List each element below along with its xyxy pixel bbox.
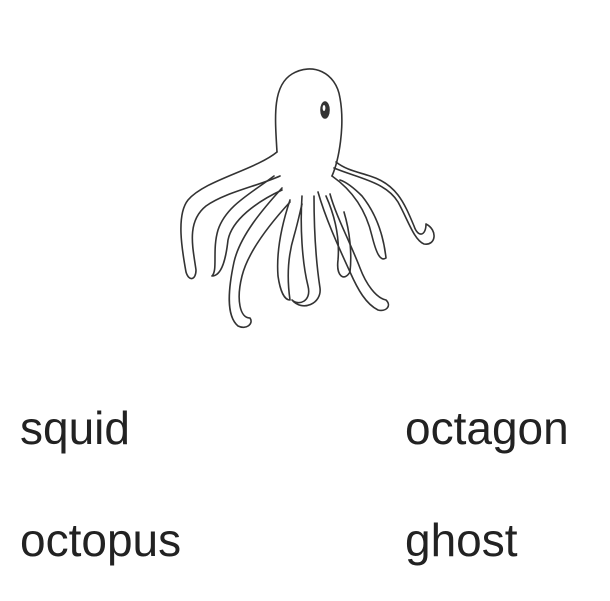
octopus-tentacle <box>291 195 321 307</box>
option-octagon[interactable]: octagon <box>405 402 569 454</box>
octopus-head <box>274 68 343 177</box>
octopus-tentacle <box>180 151 281 280</box>
option-ghost[interactable]: ghost <box>405 514 518 566</box>
octopus-tentacle <box>228 187 291 329</box>
octopus-drawing-icon <box>180 68 435 329</box>
octopus-tentacle <box>333 161 435 245</box>
option-octopus[interactable]: octopus <box>20 514 182 566</box>
octopus-tentacle <box>317 191 390 312</box>
option-squid[interactable]: squid <box>20 402 130 454</box>
octopus-tentacle <box>211 175 283 277</box>
octopus-tentacle <box>276 199 303 301</box>
octopus-tentacle <box>325 195 352 278</box>
octopus-tentacle <box>331 175 387 260</box>
